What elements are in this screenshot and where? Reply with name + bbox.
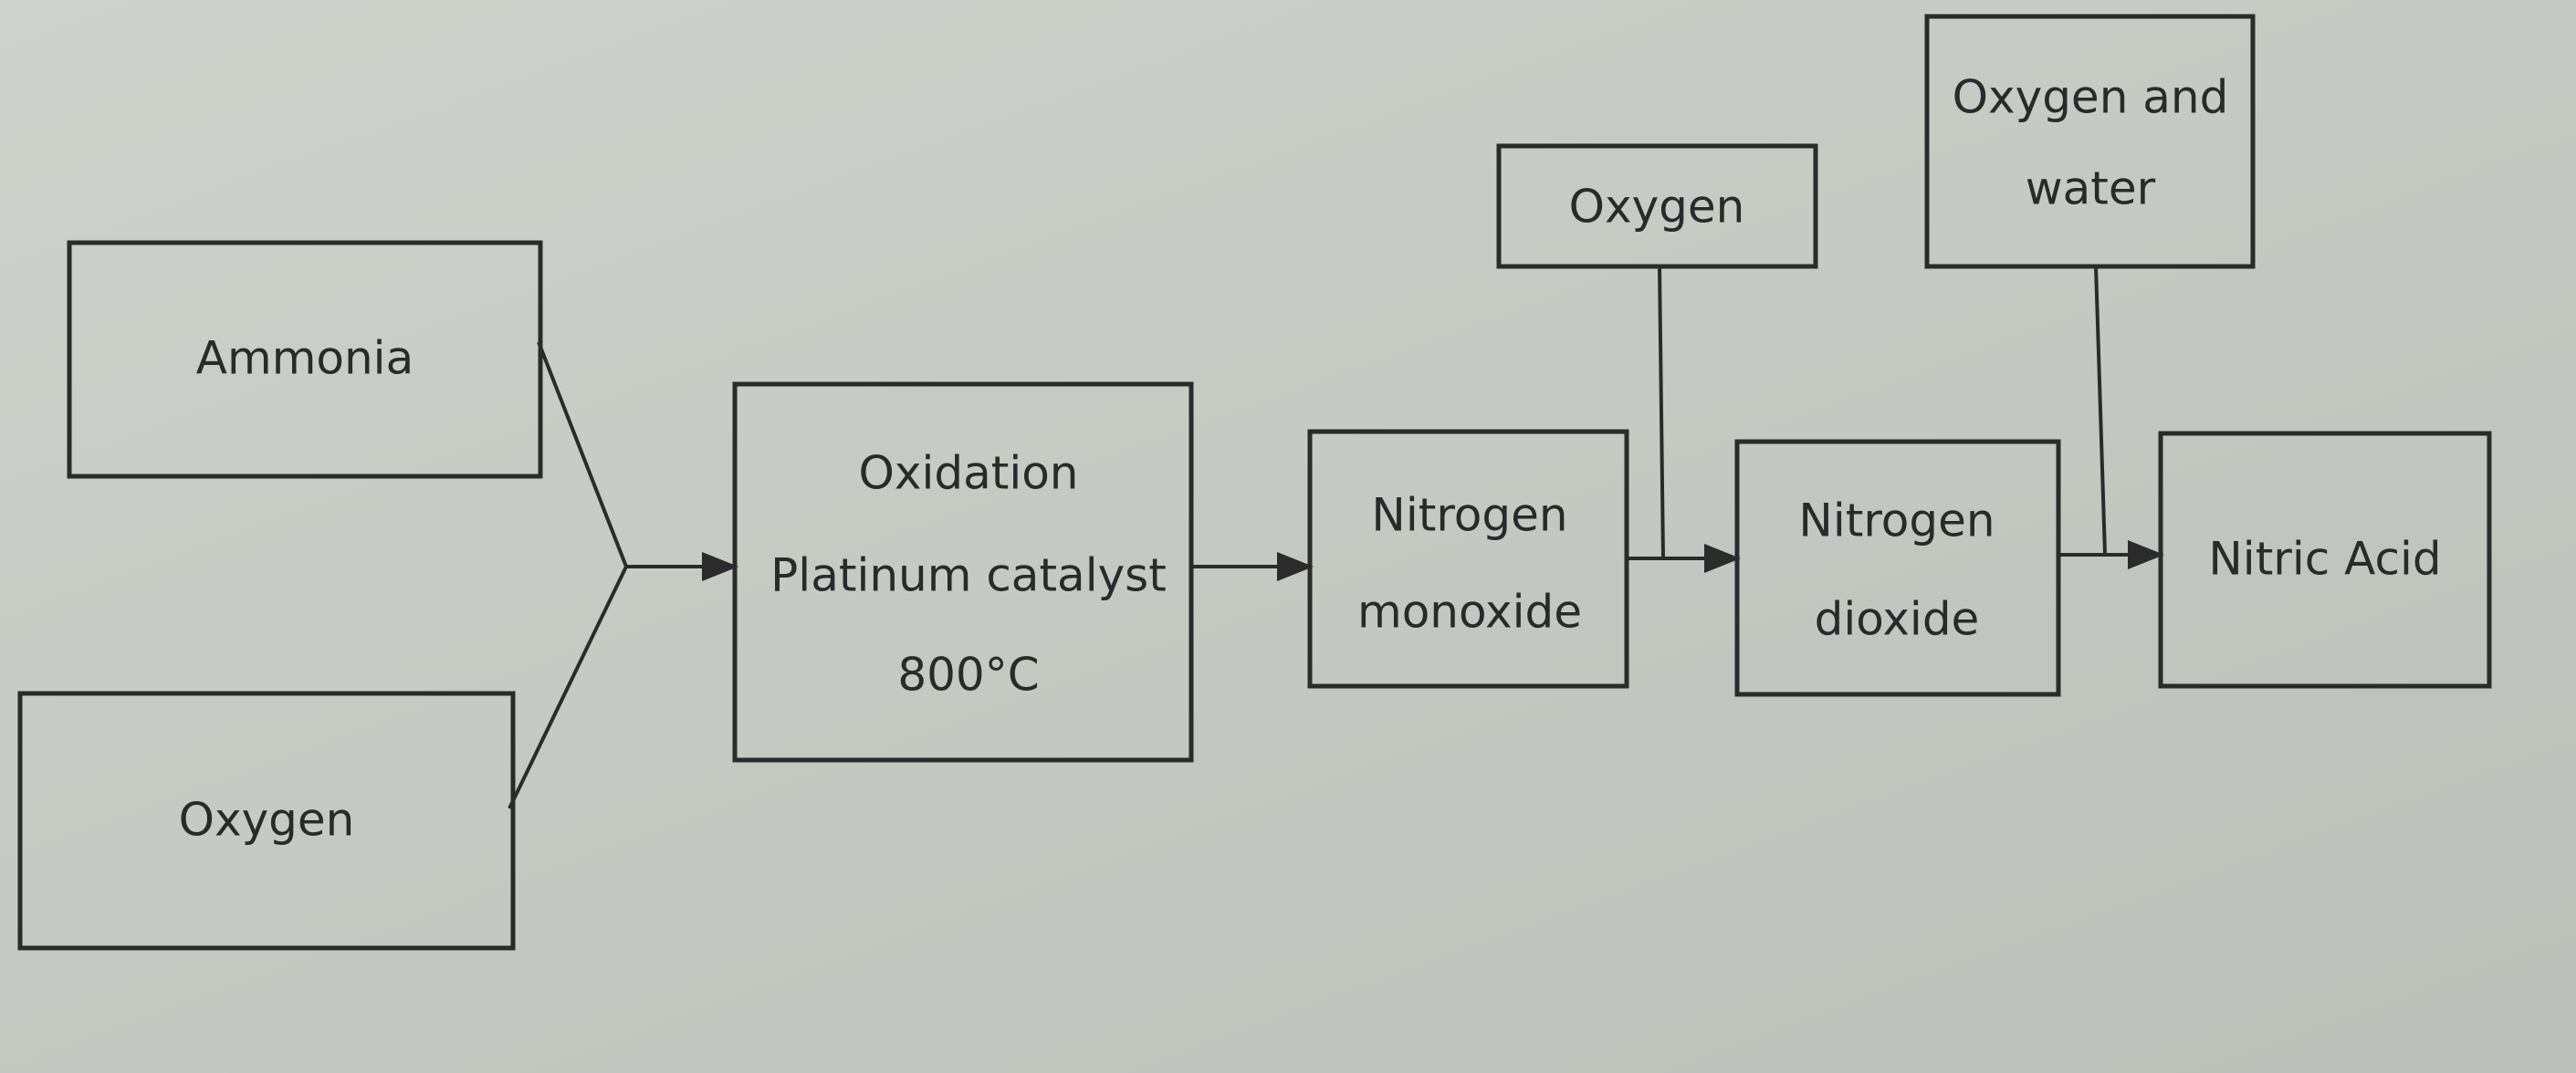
connector-ammonia-merge xyxy=(537,341,628,568)
node-nitrogen-dioxide: Nitrogen dioxide xyxy=(1734,439,2061,697)
node-oxygen-input: Oxygen xyxy=(17,691,516,951)
node-ammonia: Ammonia xyxy=(67,240,543,479)
node-label: monoxide xyxy=(1357,586,1582,639)
node-label: Oxygen xyxy=(179,794,355,847)
node-label: Ammonia xyxy=(196,332,414,385)
node-label: water xyxy=(2026,162,2156,215)
node-label: Oxygen xyxy=(1569,181,1745,234)
node-label: 800°C xyxy=(897,649,1039,702)
node-oxygen-and-water: Oxygen and water xyxy=(1924,14,2256,269)
node-label: Oxygen and xyxy=(1953,71,2229,124)
connector-oxygen-merge xyxy=(508,566,628,809)
node-oxygen-top: Oxygen xyxy=(1496,143,1818,269)
node-label: dioxide xyxy=(1815,593,1980,646)
node-label: Platinum catalyst xyxy=(770,549,1167,602)
connector-oxygen-water-down xyxy=(2094,266,2107,556)
node-nitrogen-monoxide: Nitrogen monoxide xyxy=(1307,429,1629,689)
connector-oxygen-down xyxy=(1658,266,1665,559)
node-oxidation: Oxidation Platinum catalyst 800°C xyxy=(732,381,1194,763)
node-label: Nitrogen xyxy=(1371,489,1567,542)
node-nitric-acid: Nitric Acid xyxy=(2158,431,2492,689)
node-label: Nitrogen xyxy=(1798,495,1995,547)
node-label: Oxidation xyxy=(859,447,1079,500)
node-label: Nitric Acid xyxy=(2208,533,2441,586)
